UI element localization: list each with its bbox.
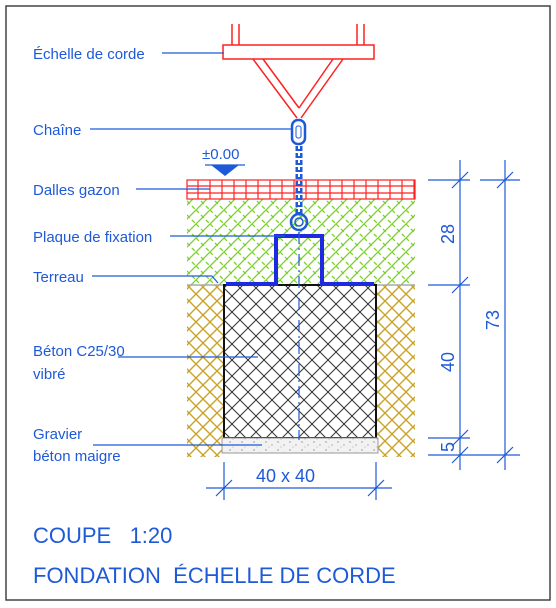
dim-5: 5 [438, 442, 458, 452]
label-echelle: Échelle de corde [33, 46, 145, 63]
level-marker [205, 164, 245, 176]
label-chaine: Chaîne [33, 122, 81, 139]
drawing-title-2: FONDATION ÉCHELLE DE CORDE [33, 563, 396, 588]
leader-lines [90, 52, 292, 446]
drawing-frame [5, 5, 551, 601]
label-gravier-1: Gravier [33, 426, 82, 443]
ground-layers [186, 179, 416, 457]
gravel-dots [222, 438, 378, 453]
soil-left [187, 285, 224, 457]
label-terreau: Terreau [33, 269, 84, 286]
drawing-title-1: COUPE 1:20 [33, 523, 172, 548]
label-beton-1: Béton C25/30 [33, 343, 125, 360]
chain [289, 118, 309, 232]
rope-ladder [222, 24, 375, 119]
concrete-block [223, 284, 377, 439]
level-text: ±0.00 [202, 146, 239, 163]
soil-right [376, 285, 415, 457]
dim-40-vertical: 40 [438, 352, 458, 372]
label-beton-2: vibré [33, 366, 66, 383]
label-dalles: Dalles gazon [33, 182, 120, 199]
dim-28: 28 [438, 224, 458, 244]
dim-40x40: 40 x 40 [256, 466, 315, 486]
label-plaque: Plaque de fixation [33, 229, 152, 246]
vertical-dimensions [428, 160, 520, 470]
dim-73: 73 [483, 310, 503, 330]
label-gravier-2: béton maigre [33, 448, 121, 465]
horizontal-dimension [206, 462, 392, 500]
